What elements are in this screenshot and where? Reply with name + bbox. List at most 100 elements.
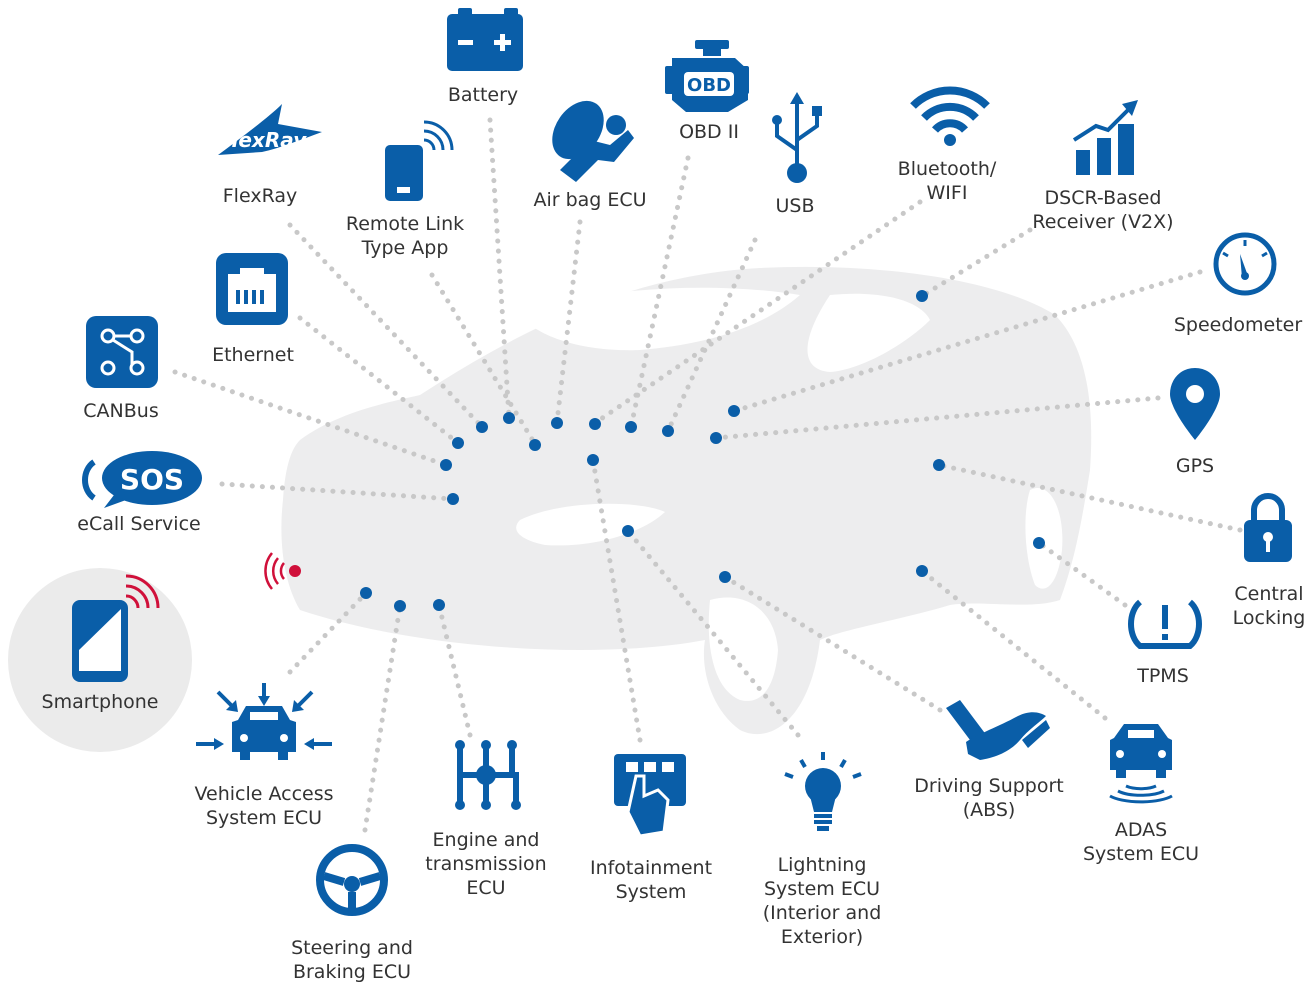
steering-wheel-icon (316, 844, 388, 916)
connector-driving-support (722, 574, 943, 713)
label-driving-support-line1: Driving Support (914, 775, 1064, 797)
label-driving-support-line2: (ABS) (962, 799, 1016, 821)
node-engine (433, 599, 445, 611)
touchscreen-icon (614, 754, 686, 838)
label-vehicle-access-line2: System ECU (205, 807, 323, 829)
lightbulb-icon (784, 752, 862, 831)
label-smartphone: Smartphone (42, 690, 159, 714)
node-dscr (916, 290, 928, 302)
node-flexray (476, 421, 488, 433)
connector-gps (713, 395, 1161, 441)
connector-lighting (625, 528, 801, 738)
node-canbus (440, 459, 452, 471)
label-remote-app-line1: Remote Link (345, 213, 465, 235)
node-vehicle-access (360, 587, 372, 599)
flexray-logo-text: FlexRay (218, 128, 307, 152)
label-speedometer: Speedometer (1174, 313, 1302, 337)
label-obd: OBD II (679, 120, 739, 144)
connectors (172, 117, 1243, 833)
obd-engine-icon: OBD (665, 40, 749, 112)
label-bt-wifi-line1: Bluetooth/ (897, 158, 997, 180)
connector-airbag (554, 219, 583, 425)
padlock-icon (1244, 493, 1292, 562)
node-adas (916, 565, 928, 577)
ethernet-port-icon (216, 253, 288, 325)
label-battery: Battery (448, 83, 518, 107)
label-adas-line1: ADAS (1114, 819, 1168, 841)
node-airbag (551, 417, 563, 429)
connector-remote-app (429, 272, 538, 447)
label-tpms-text: TPMS (1137, 665, 1189, 687)
speedometer-icon (1213, 232, 1277, 296)
label-steering-line2: Braking ECU (292, 961, 412, 983)
node-ecall (447, 493, 459, 505)
connector-central-locking (936, 462, 1243, 533)
phone-signal-icon (385, 120, 454, 201)
label-infotainment-line1: Infotainment (589, 857, 713, 879)
connector-speedometer (731, 269, 1203, 414)
car-silhouette (281, 266, 1092, 735)
label-engine: Engine and transmission ECU (425, 828, 546, 900)
rf-emitter-icon (264, 552, 301, 590)
node-driving-support (719, 571, 731, 583)
node-speedometer (728, 405, 740, 417)
label-tpms: TPMS (1137, 664, 1189, 688)
label-battery-text: Battery (447, 84, 519, 106)
connection-nodes (360, 290, 1045, 612)
node-remote-app (529, 439, 541, 451)
label-gps-text: GPS (1175, 455, 1215, 477)
label-remote-app: Remote Link Type App (346, 212, 464, 260)
label-dscr: DSCR-Based Receiver (V2X) (1032, 186, 1173, 234)
node-gps (710, 432, 722, 444)
label-remote-app-line2: Type App (361, 237, 449, 259)
connector-vehicle-access (287, 590, 369, 675)
car-sensor-icon (1109, 724, 1173, 804)
connector-dscr (919, 227, 1033, 299)
label-airbag-text: Air bag ECU (533, 189, 647, 211)
label-vehicle-access-line1: Vehicle Access (194, 783, 334, 805)
battery-icon (447, 8, 523, 71)
label-canbus: CANBus (83, 399, 158, 423)
label-central-locking-line1: Central (1234, 583, 1304, 605)
label-engine-line1: Engine and (432, 829, 540, 851)
label-dscr-line1: DSCR-Based (1044, 187, 1162, 209)
label-lighting-line2: System ECU (763, 878, 881, 900)
car-arrows-icon (196, 683, 332, 760)
label-lighting-line4: Exterior) (780, 926, 864, 948)
node-usb (662, 425, 674, 437)
connector-ethernet (297, 315, 461, 446)
connector-infotainment (590, 457, 643, 743)
label-steering-line1: Steering and (291, 937, 413, 959)
node-battery (503, 412, 515, 424)
node-bt-wifi (589, 418, 601, 430)
connector-adas (919, 568, 1108, 721)
label-flexray-text: FlexRay (222, 185, 298, 207)
node-infotainment (587, 454, 599, 466)
label-driving-support: Driving Support (ABS) (914, 774, 1064, 822)
label-engine-line3: ECU (466, 877, 506, 899)
connector-ecall (219, 481, 456, 502)
hand-pedal-icon (946, 700, 1050, 760)
label-ecall: eCall Service (77, 512, 200, 536)
label-smartphone-text: Smartphone (41, 691, 159, 713)
sos-call-icon: SOS (82, 451, 202, 508)
circuit-icon (86, 316, 158, 388)
label-lighting: Lightning System ECU (Interior and Exter… (763, 853, 882, 949)
gearshift-icon (455, 740, 521, 810)
label-usb-text: USB (775, 195, 815, 217)
connector-tpms (1036, 540, 1128, 608)
label-lighting-line1: Lightning (777, 854, 867, 876)
node-obd (625, 421, 637, 433)
node-steering (394, 600, 406, 612)
node-ethernet (452, 437, 464, 449)
label-bt-wifi-line2: WIFI (926, 182, 968, 204)
label-infotainment-line2: System (615, 881, 687, 903)
node-lighting (622, 525, 634, 537)
label-bt-wifi: Bluetooth/ WIFI (898, 157, 997, 205)
node-central-locking (933, 459, 945, 471)
label-adas-line2: System ECU (1082, 843, 1200, 865)
label-ethernet-text: Ethernet (212, 344, 294, 366)
label-flexray: FlexRay (223, 184, 297, 208)
